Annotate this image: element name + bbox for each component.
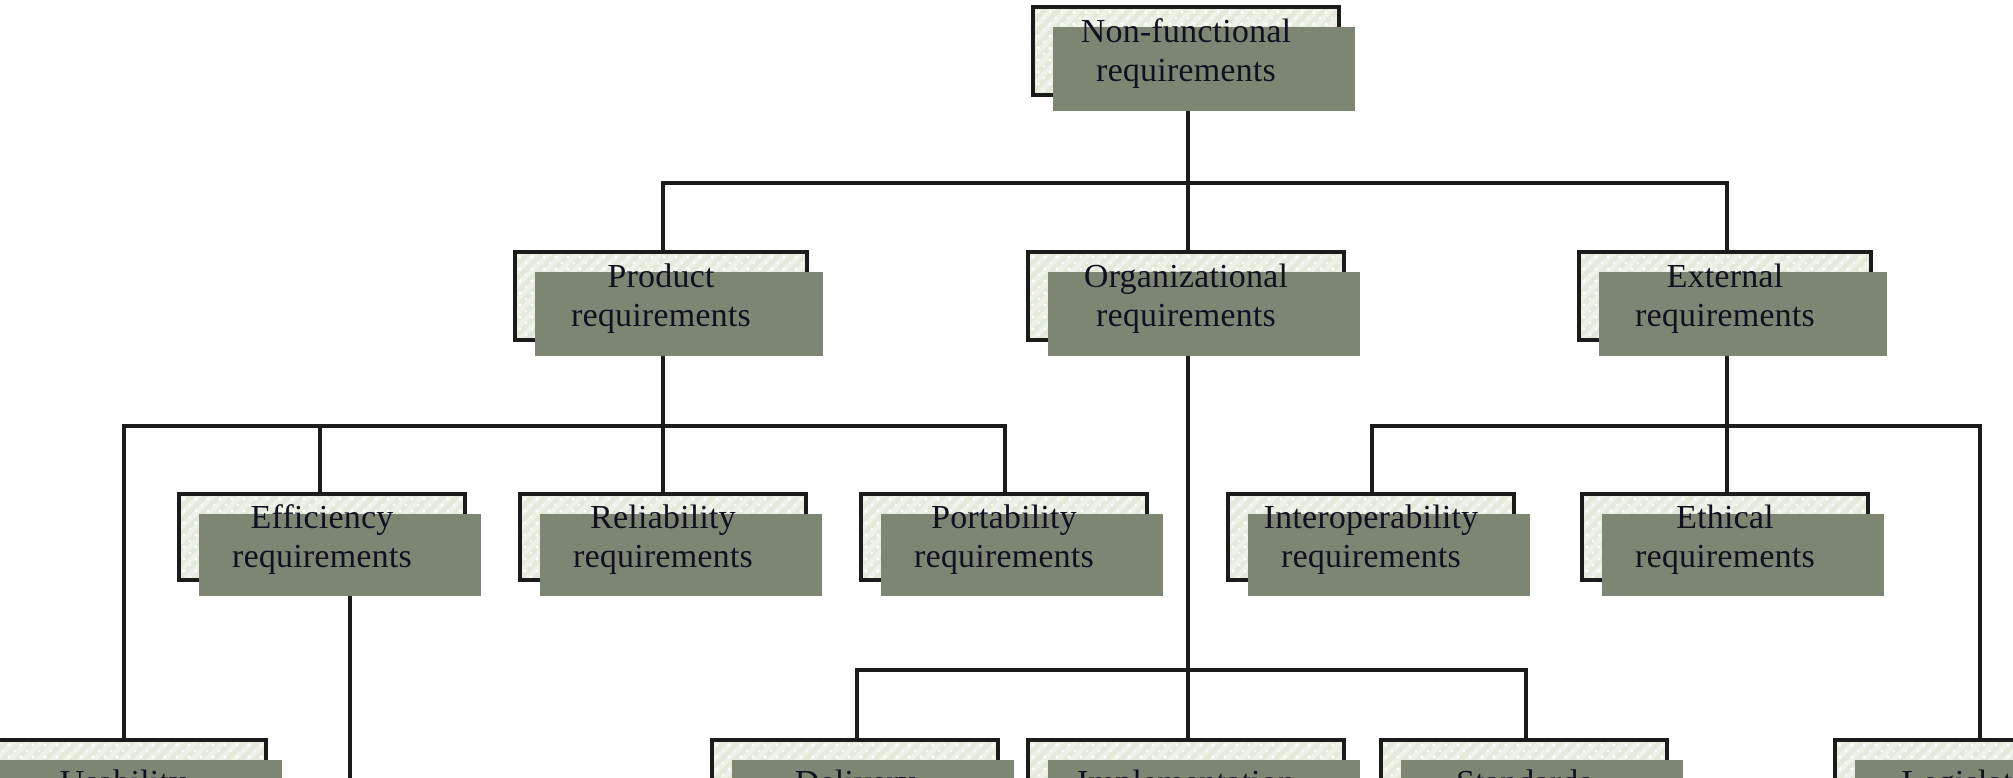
node-label-line1: Delivery (795, 763, 916, 778)
edge-bus-to-portability (1003, 424, 1007, 496)
edge-bus-to-external (1725, 181, 1729, 253)
node-label-line1: Efficiency (250, 498, 394, 536)
node-efficiency-requirements[interactable]: Efficiency requirements (177, 492, 481, 596)
node-portability-requirements[interactable]: Portability requirements (859, 492, 1163, 596)
edge-bus-to-ethical (1725, 424, 1729, 496)
edge-root-stem (1186, 95, 1190, 255)
node-label-line2: requirements (232, 538, 412, 575)
edge-organizational-stem (1186, 340, 1190, 738)
node-non-functional-requirements[interactable]: Non-functional requirements (1031, 5, 1355, 111)
node-label-line2: requirements (1635, 538, 1815, 575)
edge-bus-to-interoperability (1370, 424, 1374, 496)
node-label-line2: requirements (1096, 52, 1276, 89)
edge-bus-to-product (661, 181, 665, 253)
node-label-line1: Reliability (590, 498, 736, 536)
node-standards[interactable]: Standards (1379, 738, 1683, 778)
node-usability[interactable]: Usability (0, 738, 282, 778)
node-label-line2: requirements (573, 538, 753, 575)
edge-product-bus-to-usability (122, 424, 126, 738)
node-label-line1: Organizational (1083, 257, 1289, 295)
node-label-line1: Interoperability (1263, 498, 1479, 536)
node-label-line1: Product (607, 257, 715, 295)
edge-product-stem (661, 340, 665, 428)
node-label-line2: requirements (914, 538, 1094, 575)
node-label-line2: requirements (1096, 297, 1276, 334)
edge-level2-bus (661, 181, 1729, 185)
node-label-line1: Non-functional (1080, 12, 1292, 50)
node-implementation[interactable]: Implementation (1026, 738, 1360, 778)
edge-bus-to-standards (1524, 668, 1528, 738)
node-label-line1: Legislative (1901, 763, 2013, 778)
edge-bus-to-reliability (661, 424, 665, 496)
edge-bus-to-delivery (855, 668, 859, 738)
node-label-line1: Portability (931, 498, 1077, 536)
node-label-line2: requirements (571, 297, 751, 334)
node-label-line1: Usability (60, 763, 186, 778)
node-organizational-requirements[interactable]: Organizational requirements (1026, 250, 1360, 356)
node-delivery[interactable]: Delivery (710, 738, 1014, 778)
node-label-line2: requirements (1635, 297, 1815, 334)
node-label-line1: External (1666, 257, 1784, 295)
node-ethical-requirements[interactable]: Ethical requirements (1580, 492, 1884, 596)
node-interoperability-requirements[interactable]: Interoperability requirements (1226, 492, 1530, 596)
node-reliability-requirements[interactable]: Reliability requirements (518, 492, 822, 596)
edge-external-bus-to-legislative (1978, 424, 1982, 738)
edge-product-bus (122, 424, 1007, 428)
edge-external-stem (1725, 340, 1729, 428)
node-label-line2: requirements (1281, 538, 1461, 575)
node-label-line1: Implementation (1077, 763, 1295, 778)
edge-bus-to-efficiency (318, 424, 322, 496)
node-external-requirements[interactable]: External requirements (1577, 250, 1887, 356)
edge-organizational-bus (855, 668, 1528, 672)
node-label-line1: Ethical (1676, 498, 1774, 536)
node-product-requirements[interactable]: Product requirements (513, 250, 823, 356)
node-label-line1: Standards (1456, 763, 1592, 778)
node-legislative[interactable]: Legislative (1833, 738, 2013, 778)
edge-external-bus (1370, 424, 1982, 428)
edge-efficiency-stem (348, 580, 352, 778)
